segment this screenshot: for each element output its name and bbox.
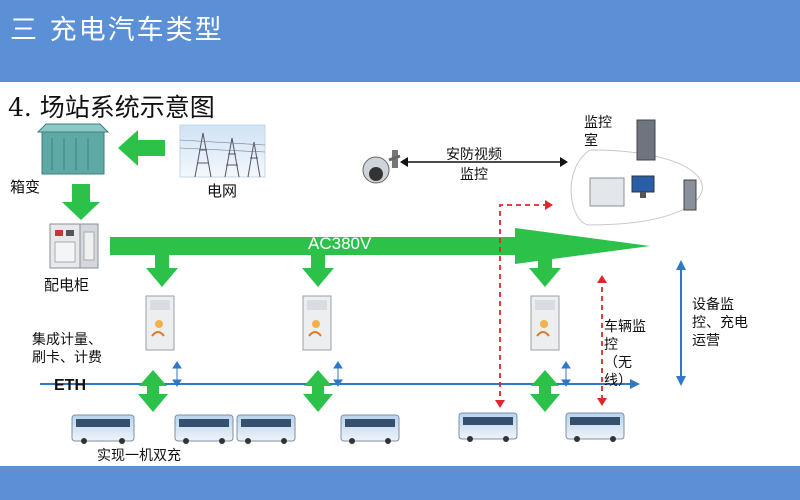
green-bidirectional-arrow-icon bbox=[138, 370, 560, 412]
monitor-room-icon bbox=[570, 119, 703, 226]
bus-icon bbox=[71, 414, 135, 444]
metering-label: 集成计量、 bbox=[32, 332, 102, 348]
green-arrow-charger-3 bbox=[529, 255, 561, 287]
charger-icon bbox=[302, 295, 332, 351]
transformer-icon bbox=[36, 123, 110, 175]
security-camera-icon bbox=[362, 150, 401, 184]
distribution-cabinet-label: 配电柜 bbox=[44, 276, 90, 294]
page-title: 三 充电汽车类型 bbox=[10, 15, 224, 46]
device-monitor-label: 设备监控、充电运营 bbox=[692, 297, 748, 349]
bus-icon bbox=[174, 414, 234, 444]
bus-icon bbox=[236, 414, 296, 444]
charger-icon bbox=[530, 295, 560, 351]
blue-double-arrow-icon bbox=[172, 361, 571, 387]
card-billing-label: 刷卡、计费 bbox=[32, 350, 102, 366]
green-arrow-transformer-to-cabinet bbox=[62, 184, 100, 220]
wireless-label-line1: （无 bbox=[604, 355, 632, 371]
bus-icon bbox=[340, 414, 400, 444]
header-bar: 三 充电汽车类型 bbox=[0, 0, 800, 82]
monitoring-label: 监控 bbox=[460, 167, 488, 183]
distribution-cabinet-icon bbox=[49, 223, 99, 269]
green-arrow-charger-2 bbox=[302, 255, 334, 287]
charger-icon bbox=[145, 295, 175, 351]
green-arrow-charger-1 bbox=[146, 255, 178, 287]
red-dashed-arrow bbox=[499, 204, 603, 405]
green-arrow-grid-to-transformer bbox=[118, 130, 165, 166]
ac-bus-arrow bbox=[110, 228, 650, 264]
footer-bar bbox=[0, 466, 800, 500]
ac-bus-label: AC380V bbox=[308, 234, 372, 253]
eth-label: ETH bbox=[54, 377, 86, 394]
vehicle-monitor-label-line2: 控 bbox=[604, 337, 618, 353]
section-subtitle: 4. 场站系统示意图 bbox=[8, 93, 215, 122]
security-video-label: 安防视频 bbox=[446, 147, 502, 163]
bus-icon bbox=[565, 412, 625, 442]
power-grid-image bbox=[179, 124, 266, 178]
grid-label: 电网 bbox=[207, 182, 238, 200]
bus-icon bbox=[458, 412, 518, 442]
dual-charge-label: 实现一机双充 bbox=[97, 448, 181, 464]
monitor-room-label: 监控室 bbox=[584, 115, 612, 149]
transformer-label: 箱变 bbox=[10, 178, 41, 196]
vehicle-monitor-label-line1: 车辆监 bbox=[604, 319, 646, 335]
wireless-label-line2: 线） bbox=[604, 373, 632, 389]
